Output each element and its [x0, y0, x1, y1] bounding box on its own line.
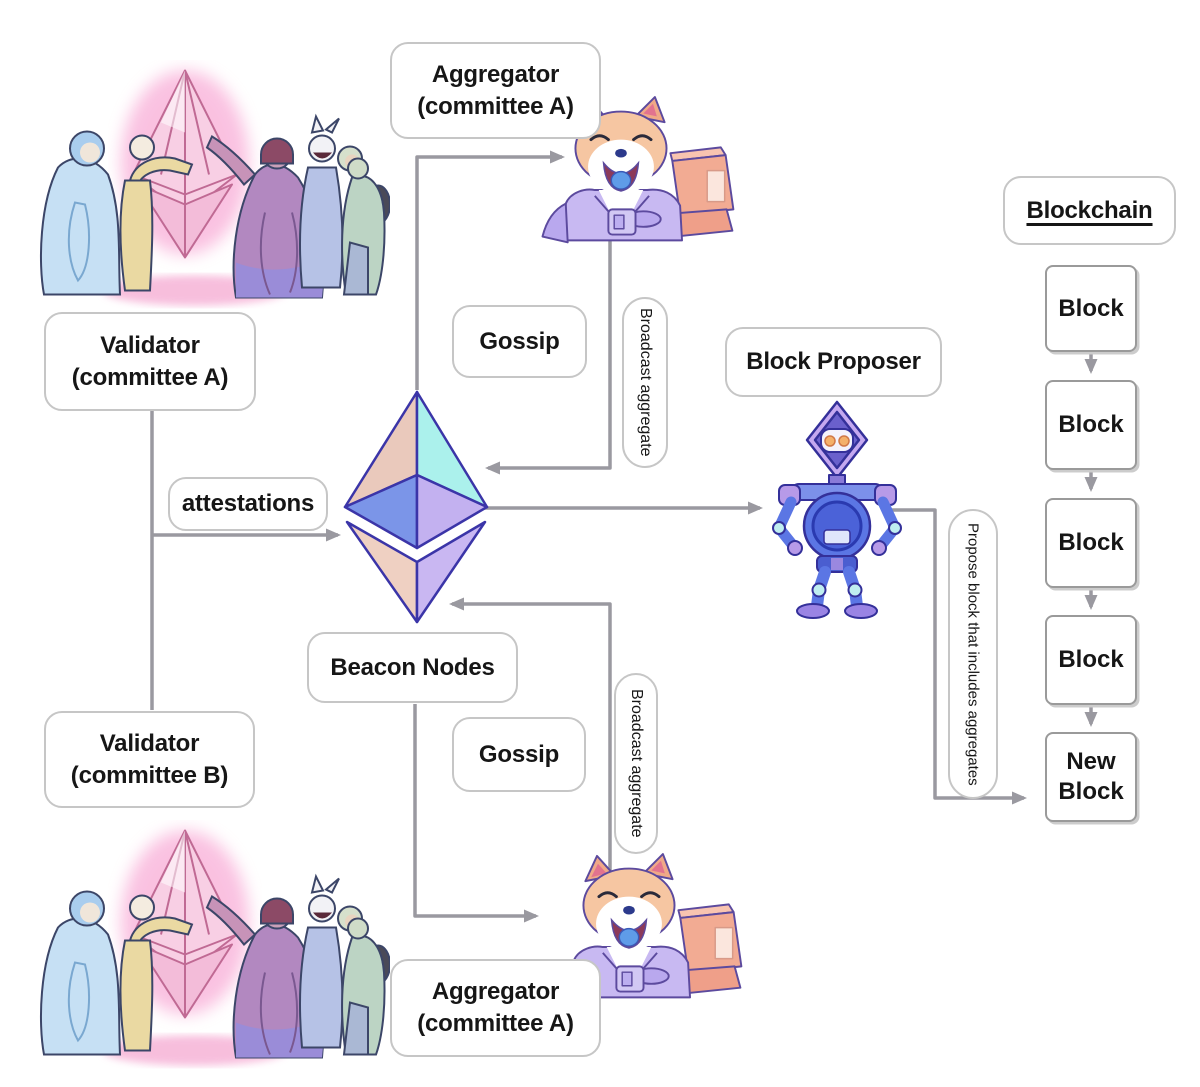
attestations-label: attestations	[168, 477, 328, 531]
broadcast-aggregate-top-label: Broadcast aggregate	[622, 297, 668, 468]
line-broadcast-bottom	[449, 597, 612, 886]
validator-b-label: Validator (committee B)	[44, 711, 255, 808]
gossip-top-label: Gossip	[452, 305, 587, 378]
block-proposer-label: Block Proposer	[725, 327, 942, 397]
propose-block-label: Propose block that includes aggregates	[948, 509, 998, 799]
aggregator-bottom-label: Aggregator (committee A)	[390, 959, 601, 1057]
gossip-bottom-label: Gossip	[452, 717, 586, 792]
broadcast-aggregate-bottom-label: Broadcast aggregate	[614, 673, 658, 854]
beacon-nodes-label: Beacon Nodes	[307, 632, 518, 703]
validator-a-label: Validator (committee A)	[44, 312, 256, 411]
validator-group-b-illustration	[30, 820, 390, 1075]
block-box-3: Block	[1045, 498, 1137, 588]
block-box-4: Block	[1045, 615, 1137, 705]
line-gossip-top	[415, 150, 565, 390]
ethereum-diamond-icon	[330, 380, 500, 635]
blockchain-title: Blockchain	[1003, 176, 1176, 245]
validator-group-a-illustration	[30, 60, 390, 315]
block-proposer-robot-illustration	[765, 398, 910, 620]
aggregator-top-label: Aggregator (committee A)	[390, 42, 601, 139]
block-box-2: Block	[1045, 380, 1137, 470]
line-broadcast-top	[485, 226, 612, 475]
new-block-box: New Block	[1045, 732, 1137, 822]
line-gossip-bottom	[413, 704, 539, 923]
block-box-1: Block	[1045, 265, 1137, 352]
